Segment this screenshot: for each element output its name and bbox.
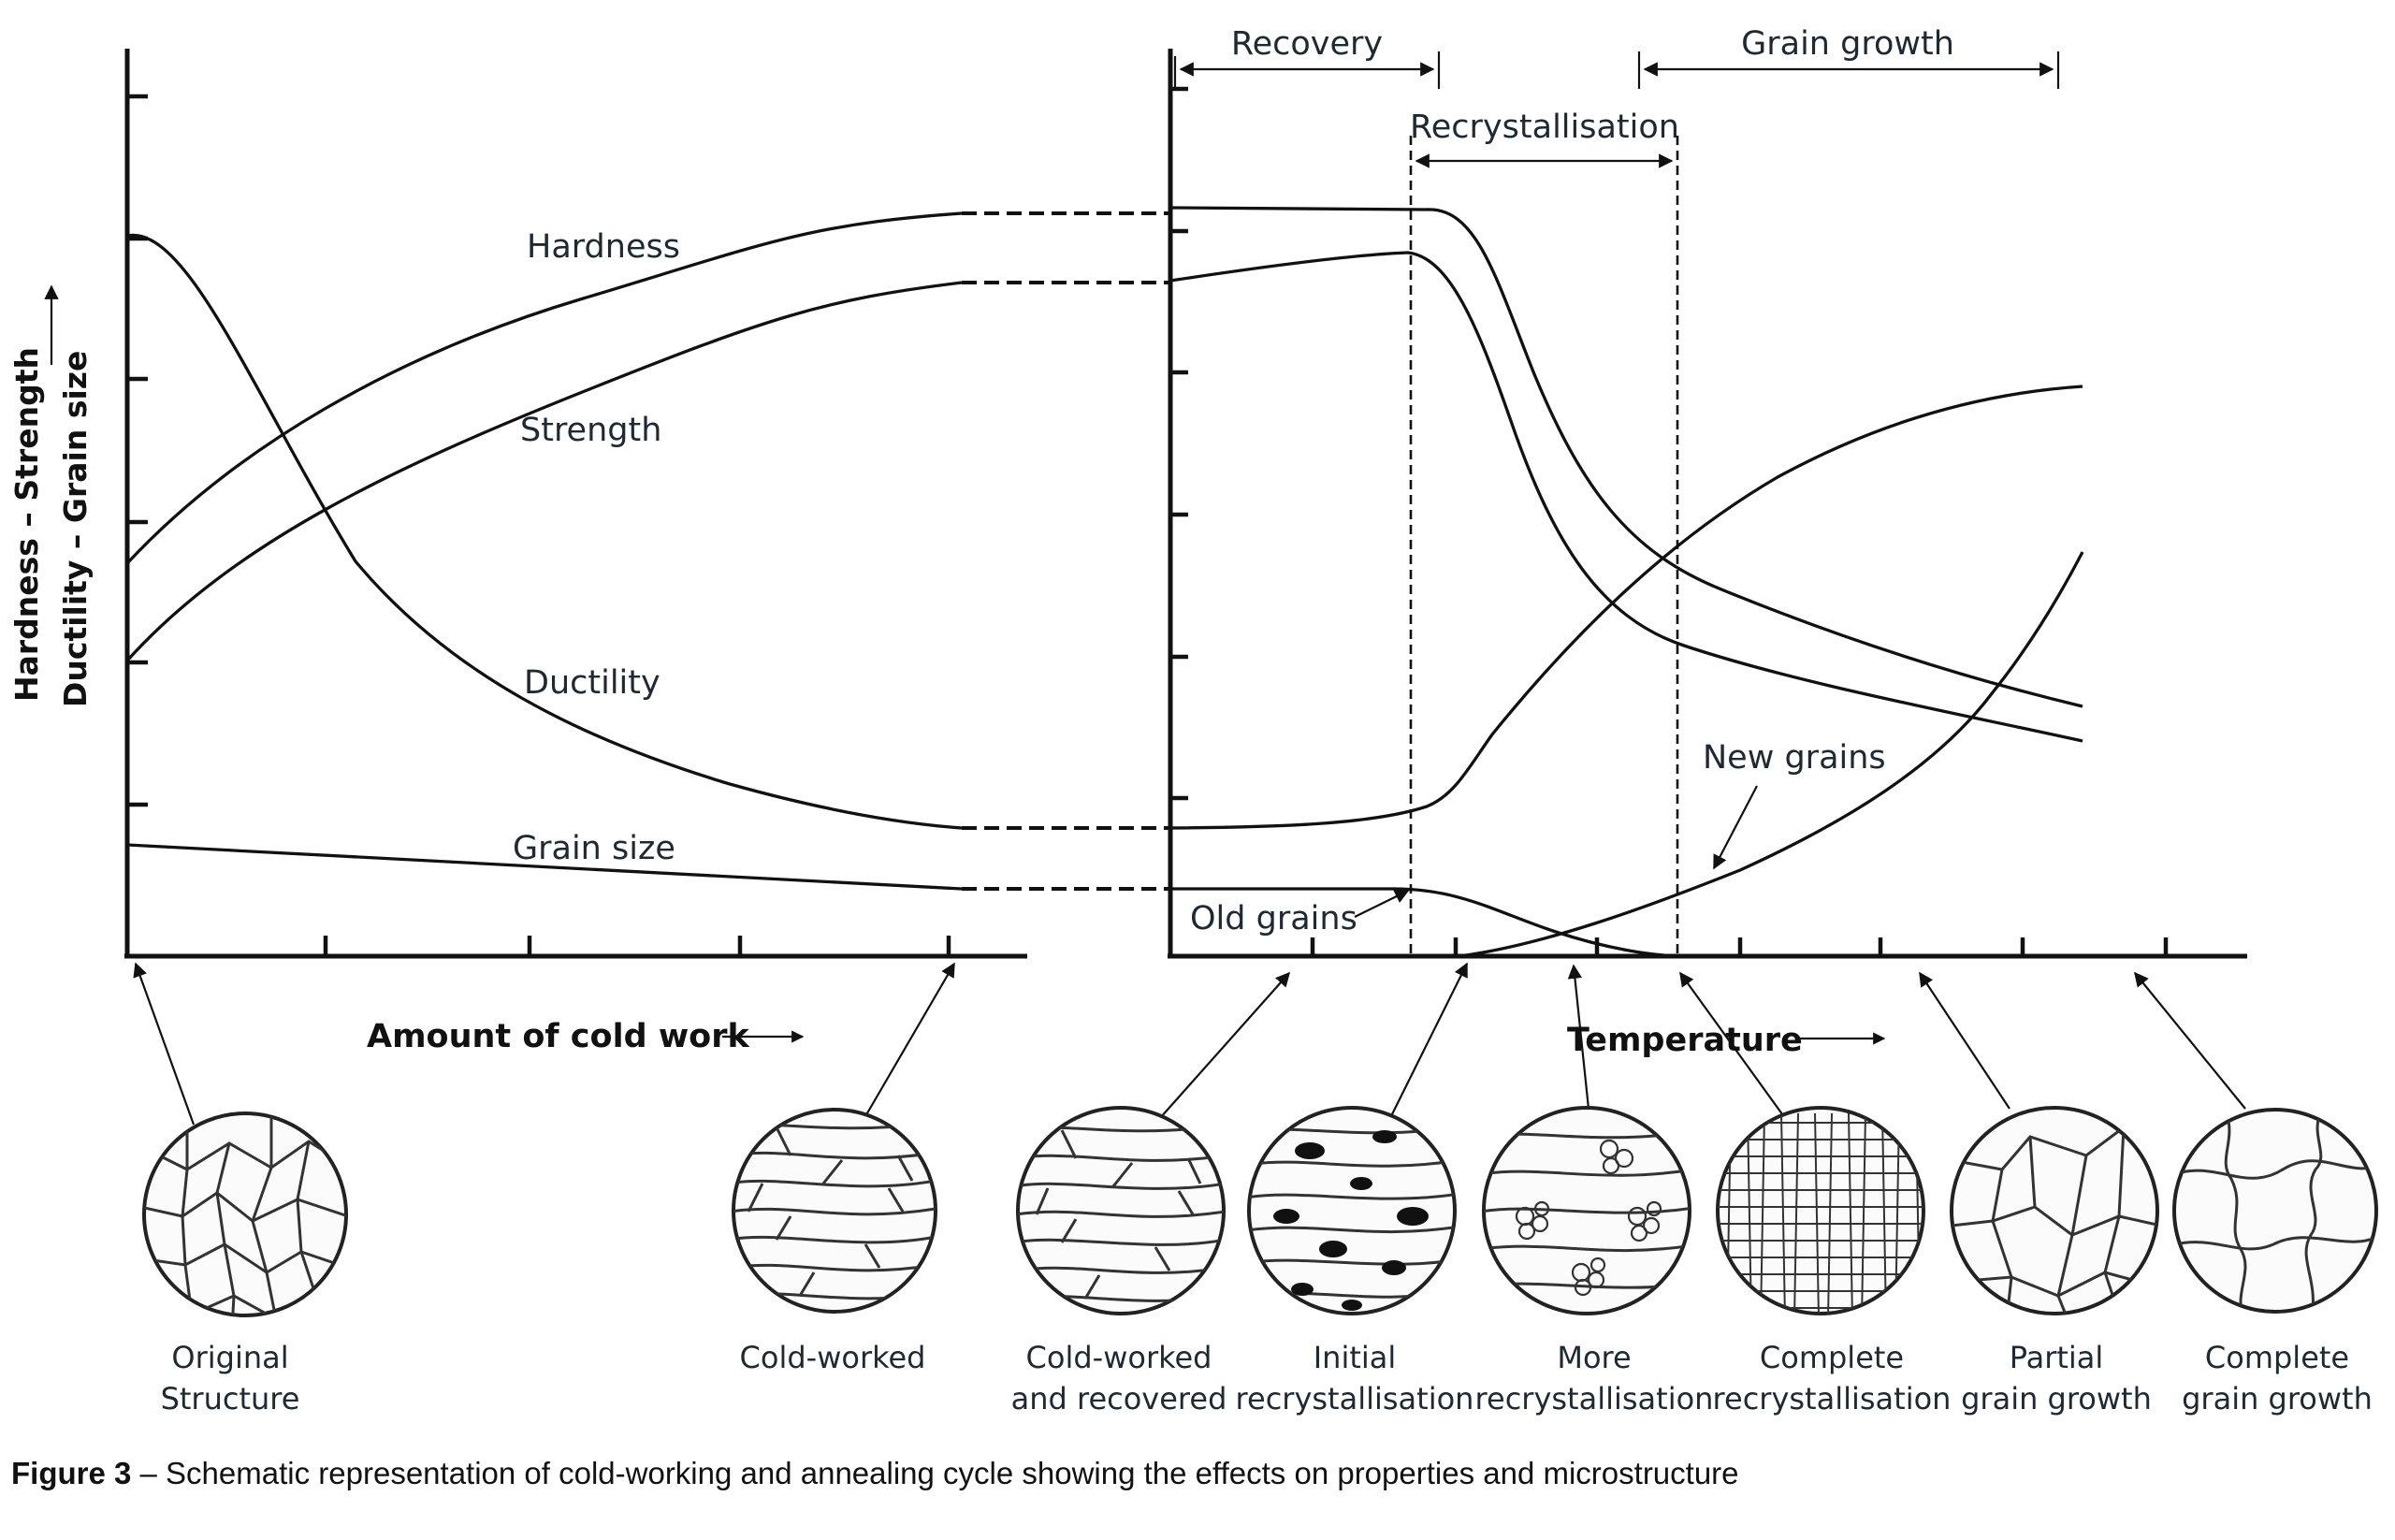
ductility-curve-annealing <box>1169 385 2083 830</box>
y-axis-label-line2: Ductility – Grain size <box>57 351 94 707</box>
cold-work-axis-label: Amount of cold work <box>367 1018 749 1055</box>
caption-cold-worked-1: Cold-worked <box>740 1340 926 1375</box>
left-y-ticks <box>127 94 148 807</box>
new-grains-label: New grains <box>1703 739 1886 777</box>
recrystallisation-label: Recrystallisation <box>1410 109 1679 146</box>
hardness-curve-cold-work <box>125 211 963 565</box>
strength-label: Strength <box>520 412 661 449</box>
y-axis-label-line1: Hardness – Strength <box>8 347 45 702</box>
caption-complete-recryst-1: Complete <box>1760 1340 1904 1375</box>
caption-original-2: Structure <box>161 1381 300 1417</box>
caption-more-1: More <box>1557 1340 1631 1375</box>
old-grains-curve <box>1170 887 1685 958</box>
grain-size-label: Grain size <box>513 830 675 867</box>
cold-work-panel: Hardness Strength Ductility Grain size H… <box>8 49 1027 1055</box>
caption-cold-worked-recovered-1: Cold-worked <box>1026 1340 1212 1375</box>
ductility-curve-cold-work <box>126 233 963 830</box>
caption-complete-growth-1: Complete <box>2205 1340 2349 1375</box>
microstructure-cold-worked <box>732 1108 937 1314</box>
figure-caption-label: Figure 3 <box>11 1456 132 1490</box>
hardness-curve-annealing <box>1169 206 2083 708</box>
caption-cold-worked-recovered-2: and recovered <box>1011 1381 1227 1417</box>
microstructure-complete-recrystallisation <box>1716 1106 1925 1315</box>
caption-partial-growth-2: grain growth <box>1961 1381 2152 1417</box>
old-grains-label: Old grains <box>1190 900 1357 937</box>
right-x-ticks <box>1310 937 2169 956</box>
microstructure-original <box>142 1111 348 1317</box>
ductility-label: Ductility <box>524 664 660 702</box>
microstructure-complete-grain-growth <box>2172 1108 2378 1314</box>
caption-initial-1: Initial <box>1314 1340 1397 1375</box>
right-y-ticks <box>1170 86 1188 801</box>
caption-original-1: Original <box>171 1340 288 1375</box>
hardness-label: Hardness <box>527 228 680 266</box>
microstructure-pointers <box>133 962 2246 1126</box>
grain-size-curve-cold-work <box>126 843 963 891</box>
figure-caption-text: – Schematic representation of cold-worki… <box>131 1456 1739 1490</box>
microstructure-labels: Original Structure Cold-worked Cold-work… <box>161 1340 2373 1417</box>
figure-caption: Figure 3 – Schematic representation of c… <box>11 1456 1739 1491</box>
old-grains-pointer-icon <box>1354 890 1410 918</box>
left-x-ticks <box>323 936 951 956</box>
strength-curve-cold-work <box>125 281 963 662</box>
caption-partial-growth-1: Partial <box>2010 1340 2104 1375</box>
panel-connectors <box>962 211 1169 891</box>
microstructure-initial-recrystallisation <box>1247 1106 1457 1315</box>
caption-complete-growth-2: grain growth <box>2182 1381 2373 1417</box>
microstructure-more-recrystallisation <box>1482 1106 1691 1315</box>
microstructure-partial-grain-growth <box>1950 1106 2159 1315</box>
recovery-label: Recovery <box>1231 25 1383 63</box>
caption-initial-2: recrystallisation <box>1236 1381 1474 1417</box>
annealing-panel: Recovery Grain growth Recrystallisation … <box>1168 25 2247 1059</box>
grain-growth-label: Grain growth <box>1741 25 1954 63</box>
temperature-axis-label: Temperature <box>1567 1022 1803 1059</box>
new-grains-curve <box>1459 551 2084 958</box>
caption-more-2: recrystallisation <box>1475 1381 1714 1417</box>
new-grains-pointer-icon <box>1713 785 1758 870</box>
strength-curve-annealing <box>1169 251 2083 743</box>
microstructure-cold-worked-recovered <box>1016 1106 1226 1315</box>
caption-complete-recryst-2: recrystallisation <box>1713 1381 1952 1417</box>
